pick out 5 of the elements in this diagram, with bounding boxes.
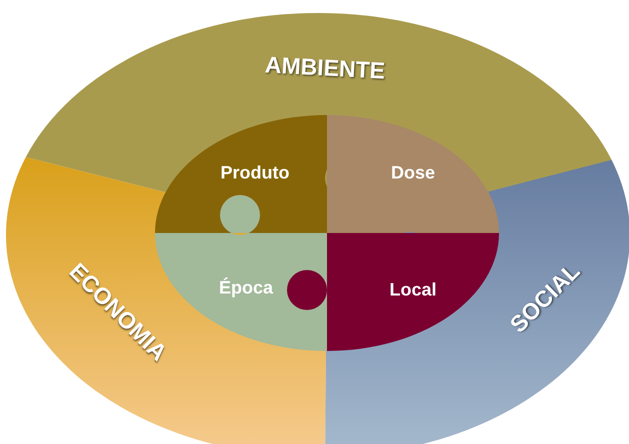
segment-label: AMBIENTE bbox=[264, 51, 386, 85]
piece-label: Produto bbox=[220, 162, 290, 184]
piece-label: Local bbox=[390, 280, 436, 300]
piece-label: Dose bbox=[391, 162, 435, 184]
piece-label: Época bbox=[218, 278, 274, 298]
